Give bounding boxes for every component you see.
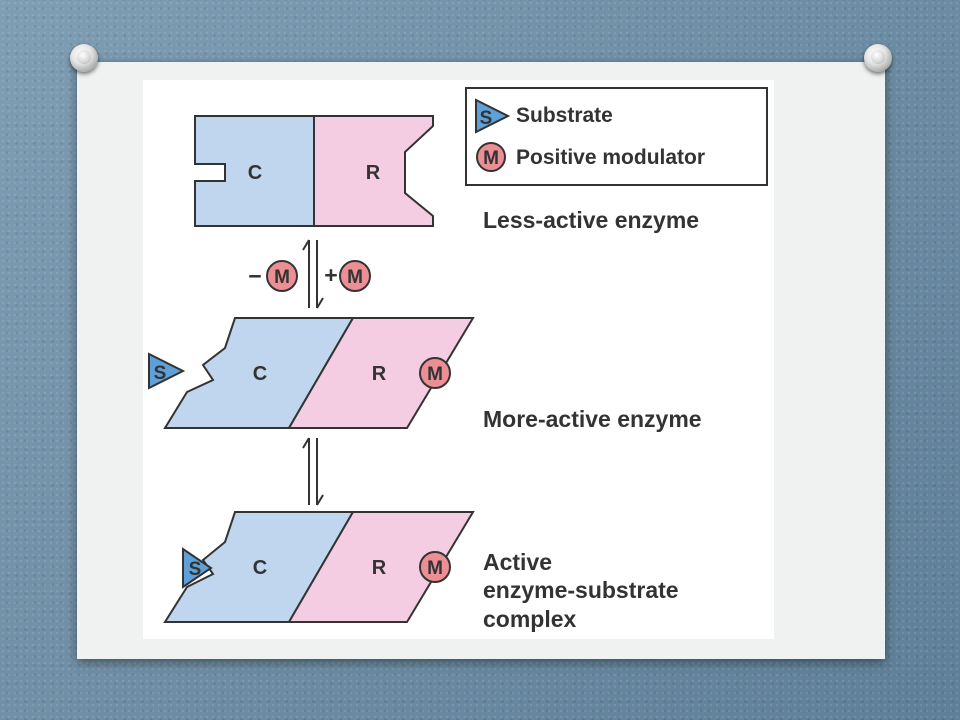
bound-substrate-symbol: S <box>189 559 202 580</box>
bound-substrate-icon: S <box>182 547 213 589</box>
state-label-less-active: Less-active enzyme <box>483 207 699 233</box>
legend-modulator-symbol: M <box>483 148 499 169</box>
regulatory-subunit-2 <box>287 317 475 429</box>
free-substrate-icon: S <box>148 352 186 390</box>
state-label-complex-line-3: complex <box>483 606 577 632</box>
equilibrium-arrows-1 <box>302 239 324 309</box>
bound-modulator-symbol-3: M <box>427 558 443 579</box>
regulatory-label-2: R <box>372 363 387 385</box>
more-active-enzyme: C R M S <box>148 317 475 429</box>
regulatory-label-1: R <box>366 162 381 184</box>
state-label-complex-line-1: Active <box>483 549 552 575</box>
catalytic-label-2: C <box>253 363 267 385</box>
regulatory-subunit-3 <box>287 511 475 623</box>
modulator-release-symbol: M <box>274 267 290 288</box>
modulator-binding-sign: + <box>324 262 337 288</box>
modulator-binding-symbol: M <box>347 267 363 288</box>
figure-panel: S Substrate M Positive modulator C R Les… <box>143 80 774 639</box>
modulator-binding-icon: M <box>339 260 371 292</box>
catalytic-label-3: C <box>253 557 267 579</box>
legend-substrate-label: Substrate <box>516 104 613 127</box>
free-substrate-symbol: S <box>154 363 167 384</box>
legend-substrate-icon: S <box>475 98 511 134</box>
legend-modulator-label: Positive modulator <box>516 146 705 169</box>
bound-modulator-symbol-2: M <box>427 364 443 385</box>
legend-box: S Substrate M Positive modulator <box>465 87 768 186</box>
modulator-release-sign: − <box>248 263 261 289</box>
catalytic-label-1: C <box>248 162 262 184</box>
allosteric-enzyme-diagram: S Substrate M Positive modulator C R Les… <box>148 87 768 632</box>
legend-modulator-icon: M <box>476 142 506 172</box>
regulatory-label-3: R <box>372 557 387 579</box>
state-label-complex-line-2: enzyme-substrate <box>483 577 679 603</box>
modulator-release-icon: M <box>266 260 298 292</box>
pushpin-left-icon <box>70 44 98 72</box>
bound-modulator-icon-2: M <box>419 357 451 389</box>
pushpin-right-icon <box>864 44 892 72</box>
less-active-enzyme: C R <box>194 115 434 227</box>
regulatory-subunit-1 <box>313 115 434 227</box>
legend-substrate-symbol: S <box>480 108 493 129</box>
bound-modulator-icon-3: M <box>419 551 451 583</box>
state-label-more-active: More-active enzyme <box>483 406 702 432</box>
enzyme-substrate-complex: S C R M <box>163 511 475 623</box>
equilibrium-arrows-2 <box>302 437 324 506</box>
